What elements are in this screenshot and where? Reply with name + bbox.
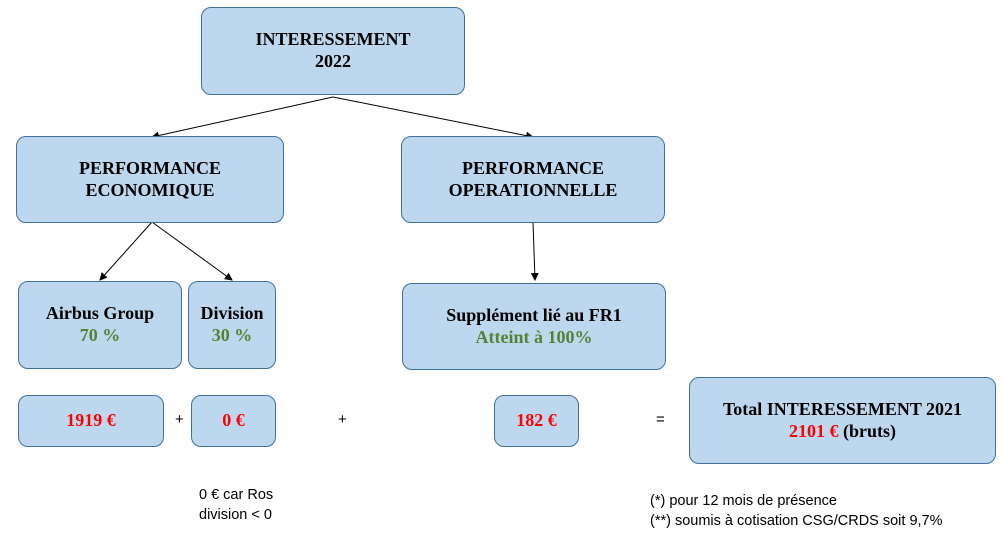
box-amount-division: 0 € bbox=[191, 395, 276, 447]
footnote-1: (*) pour 12 mois de présence bbox=[650, 493, 837, 509]
box-division: Division 30 % bbox=[188, 281, 276, 369]
perf-op-line1: PERFORMANCE bbox=[462, 157, 604, 178]
box-performance-economique: PERFORMANCE ECONOMIQUE bbox=[16, 136, 284, 223]
box-total: Total INTERESSEMENT 2021 2101 € (bruts) bbox=[689, 377, 996, 464]
box-amount-airbus: 1919 € bbox=[18, 395, 164, 447]
footnotes: (*) pour 12 mois de présence (**) soumis… bbox=[650, 492, 943, 531]
fr1-label: Supplément lié au FR1 bbox=[446, 304, 622, 325]
box-airbus-group: Airbus Group 70 % bbox=[18, 281, 182, 369]
division-percentage: 30 % bbox=[211, 325, 253, 345]
arrow-op-to-fr1 bbox=[530, 221, 539, 281]
top-title-line1: INTERESSEMENT bbox=[255, 29, 411, 50]
perf-op-line2: OPERATIONNELLE bbox=[448, 179, 618, 200]
top-title-line2: 2022 bbox=[315, 51, 351, 71]
division-note: 0 € car Ros division < 0 bbox=[199, 486, 273, 525]
box-supplement-fr1: Supplément lié au FR1 Atteint à 100% bbox=[402, 283, 666, 370]
amount-airbus: 1919 € bbox=[66, 410, 116, 431]
total-suffix: (bruts) bbox=[838, 420, 896, 441]
total-amount-line: 2101 € (bruts) bbox=[789, 421, 896, 443]
plus-sign-2: + bbox=[338, 411, 347, 428]
footnote-2: (**) soumis à cotisation CSG/CRDS soit 9… bbox=[650, 512, 943, 529]
total-amount: 2101 € bbox=[789, 420, 839, 441]
airbus-percentage: 70 % bbox=[79, 325, 121, 345]
arrow-eco-to-airbus bbox=[99, 221, 153, 281]
arrow-top-to-op bbox=[332, 96, 534, 140]
arrow-top-to-eco bbox=[151, 96, 334, 140]
amount-division: 0 € bbox=[222, 410, 245, 431]
division-note-line2: division < 0 bbox=[199, 506, 272, 523]
arrow-eco-to-division bbox=[151, 221, 233, 281]
plus-sign-1: + bbox=[175, 411, 184, 428]
total-label: Total INTERESSEMENT 2021 bbox=[722, 398, 963, 419]
perf-eco-line2: ECONOMIQUE bbox=[85, 179, 215, 200]
equals-sign: = bbox=[656, 411, 665, 428]
division-note-line1: 0 € car Ros bbox=[199, 487, 274, 503]
division-label: Division bbox=[200, 303, 264, 324]
amount-fr1: 182 € bbox=[516, 410, 557, 431]
box-interessement-2022: INTERESSEMENT 2022 bbox=[201, 7, 465, 95]
perf-eco-line1: PERFORMANCE bbox=[79, 157, 221, 178]
box-amount-fr1: 182 € bbox=[494, 395, 579, 447]
fr1-status: Atteint à 100% bbox=[475, 326, 593, 347]
box-performance-operationnelle: PERFORMANCE OPERATIONNELLE bbox=[401, 136, 665, 223]
airbus-label: Airbus Group bbox=[45, 303, 155, 324]
